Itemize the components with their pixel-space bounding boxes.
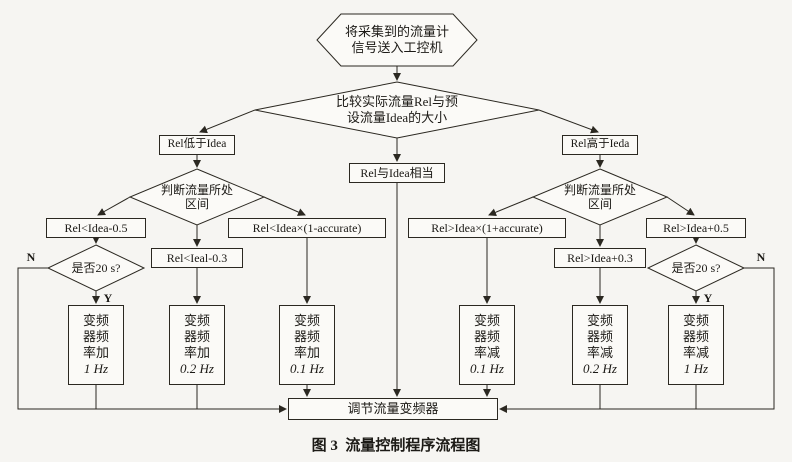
timer-left-label: 是否20 s? (71, 260, 121, 275)
compare-node-label: 比较实际流量Rel与预 设流量Idea的大小 (335, 94, 459, 125)
adjust-inverter-box: 调节流量变频器 (288, 398, 498, 420)
action-box-increase-1hz: 变频 器频 率加 1 Hz (68, 305, 124, 385)
timer-right-label: 是否20 s? (671, 260, 721, 275)
action-value: 0.2 Hz (583, 361, 617, 377)
no-label-left: N (26, 249, 36, 264)
branch-equal-box: Rel与Idea相当 (349, 163, 445, 183)
no-label-right: N (756, 249, 766, 264)
branch-low-box: Rel低于Idea (159, 135, 235, 155)
condition-r1-box: Rel>Idea×(1+accurate) (408, 218, 566, 238)
connector-lines (17, 66, 775, 413)
action-box-decrease-01hz: 变频 器频 率减 0.1 Hz (459, 305, 515, 385)
yes-label-right: Y (703, 290, 713, 305)
flowchart-shapes (46, 13, 746, 292)
action-box-decrease-02hz: 变频 器频 率减 0.2 Hz (572, 305, 628, 385)
start-terminator-shape (316, 13, 478, 67)
condition-l1-box: Rel<Idea-0.5 (46, 218, 146, 238)
start-node-label: 将采集到的流量计 信号送入工控机 (344, 24, 449, 55)
action-box-increase-01hz: 变频 器频 率加 0.1 Hz (279, 305, 335, 385)
action-box-increase-02hz: 变频 器频 率加 0.2 Hz (169, 305, 225, 385)
action-value: 0.2 Hz (180, 361, 214, 377)
condition-l2-box: Rel<Ieal-0.3 (151, 248, 243, 268)
action-label: 变频 器频 率减 (586, 313, 613, 360)
action-label: 变频 器频 率加 (183, 313, 210, 360)
action-label: 变频 器频 率加 (82, 313, 109, 360)
action-label: 变频 器频 率减 (682, 313, 709, 360)
condition-r2-box: Rel>Idea+0.3 (554, 248, 646, 268)
action-label: 变频 器频 率加 (293, 313, 320, 360)
judge-right-label: 判断流量所处 区间 (563, 182, 636, 211)
action-value: 0.1 Hz (470, 361, 504, 377)
condition-l3-box: Rel<Idea×(1-accurate) (228, 218, 386, 238)
yes-label-left: Y (103, 290, 113, 305)
branch-high-box: Rel高于Ieda (562, 135, 638, 155)
figure-caption: 图 3 流量控制程序流程图 (311, 438, 481, 454)
judge-left-label: 判断流量所处 区间 (160, 182, 233, 211)
action-value: 1 Hz (83, 361, 109, 377)
action-value: 1 Hz (683, 361, 709, 377)
condition-r3-box: Rel>Idea+0.5 (646, 218, 746, 238)
action-value: 0.1 Hz (290, 361, 324, 377)
action-label: 变频 器频 率减 (473, 313, 500, 360)
action-box-decrease-1hz: 变频 器频 率减 1 Hz (668, 305, 724, 385)
